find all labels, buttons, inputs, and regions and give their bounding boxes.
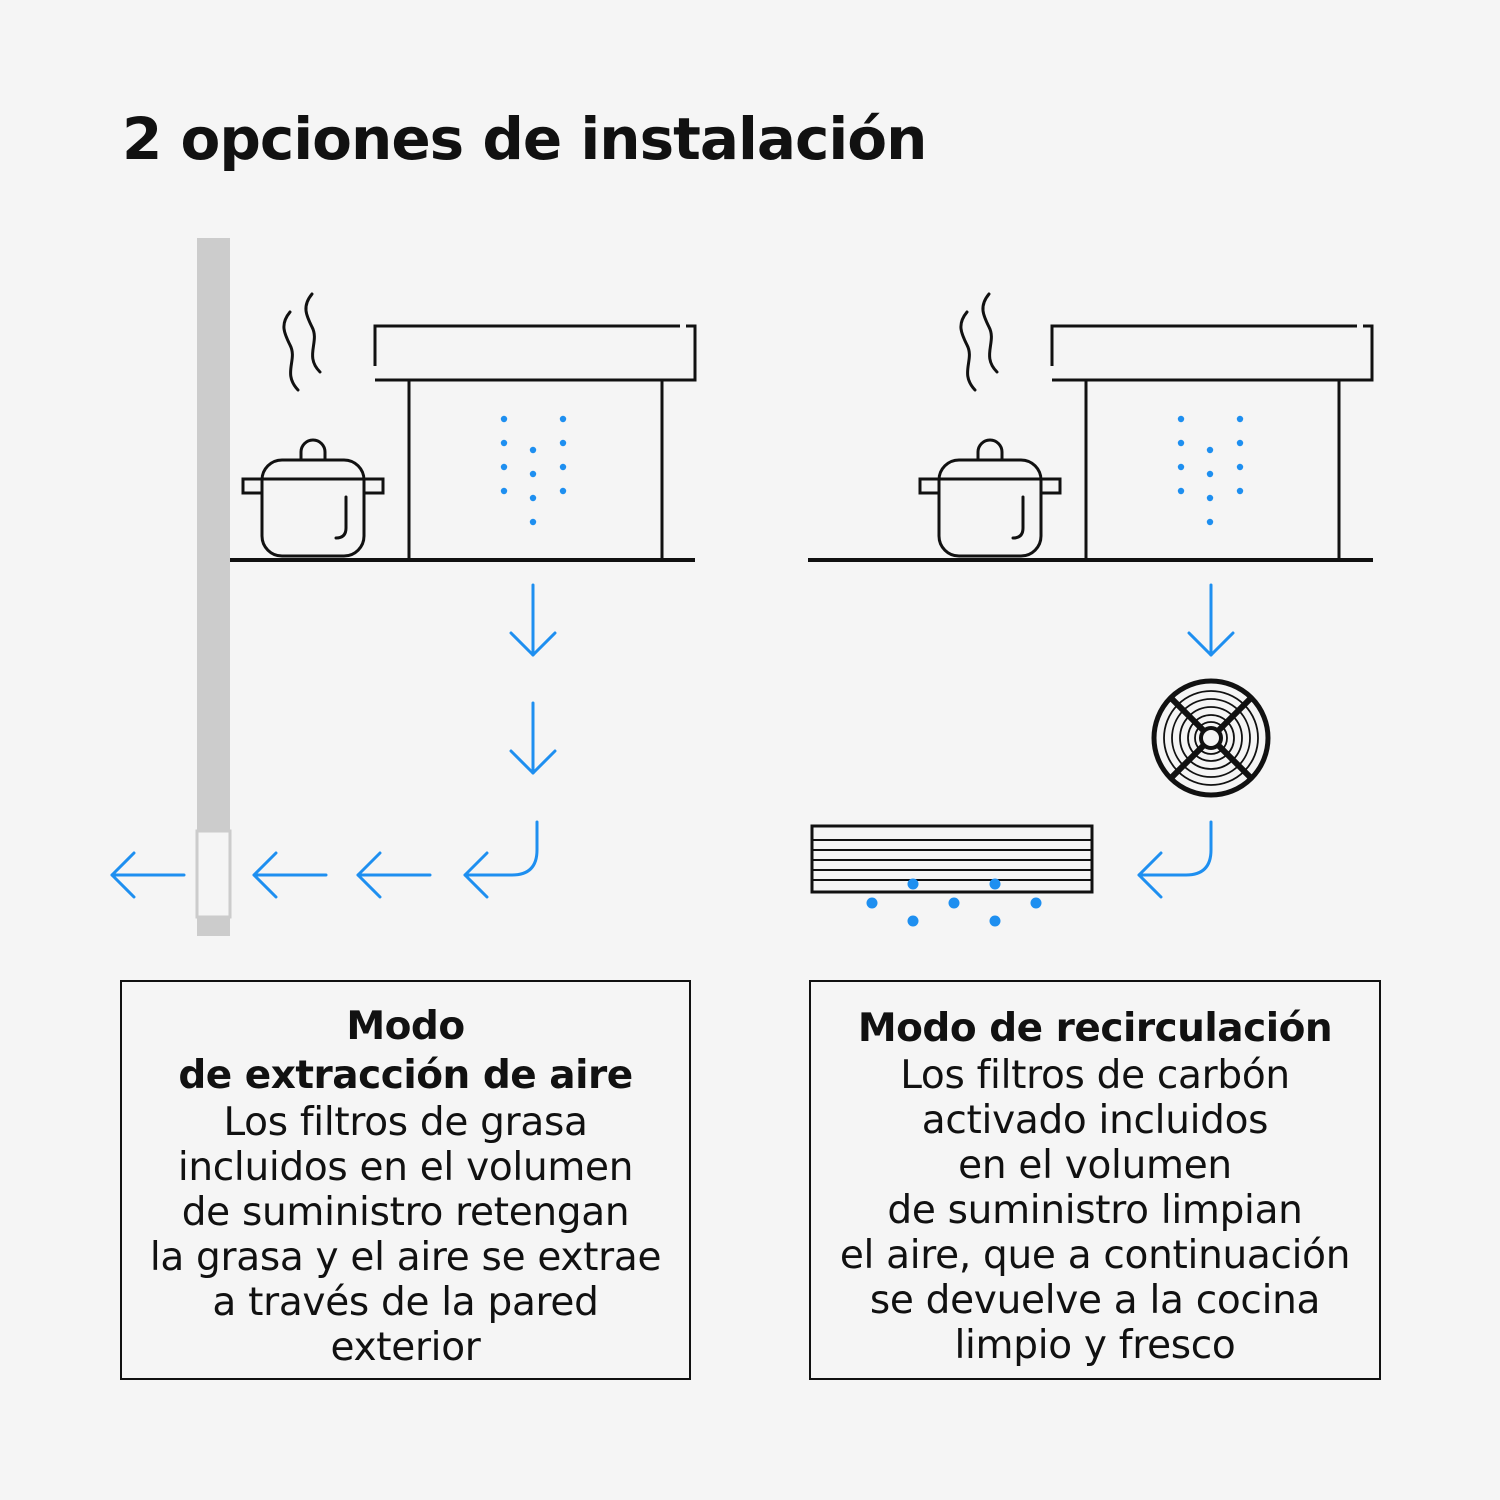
arrow-left-icon xyxy=(252,851,328,899)
extraction-mode-title: Modo de extracción de aire xyxy=(122,1002,689,1100)
extraction-title-line2: de extracción de aire xyxy=(178,1053,633,1098)
hood-icon xyxy=(1050,324,1374,562)
arrow-down-icon xyxy=(509,583,557,657)
wall-duct-icon xyxy=(195,238,232,936)
arrow-left-icon xyxy=(356,851,432,899)
hood-icon xyxy=(373,324,697,562)
extraction-title-line1: Modo xyxy=(346,1004,465,1049)
fan-filter-icon xyxy=(1151,678,1271,798)
arrow-down-icon xyxy=(509,701,557,775)
arrow-curve-left-icon xyxy=(1137,820,1213,899)
page-title: 2 opciones de instalación xyxy=(122,105,927,173)
pot-icon xyxy=(241,292,385,558)
pot-icon xyxy=(918,292,1062,558)
extraction-mode-description: Los filtros de grasa incluidos en el vol… xyxy=(149,1100,662,1370)
recirculation-mode-box: Modo de recirculación Los filtros de car… xyxy=(809,980,1381,1380)
left-diagram xyxy=(110,238,697,936)
recirculation-mode-description: Los filtros de carbón activado incluidos… xyxy=(839,1053,1351,1368)
arrow-down-icon xyxy=(1187,583,1235,657)
right-diagram xyxy=(808,292,1374,927)
arrow-left-icon xyxy=(110,851,186,899)
recirculation-mode-title: Modo de recirculación xyxy=(857,1006,1333,1051)
extraction-mode-box: Modo de extracción de aire Los filtros d… xyxy=(120,980,691,1380)
arrow-curve-left-icon xyxy=(463,820,539,899)
recirculation-vent-icon xyxy=(810,824,1094,927)
